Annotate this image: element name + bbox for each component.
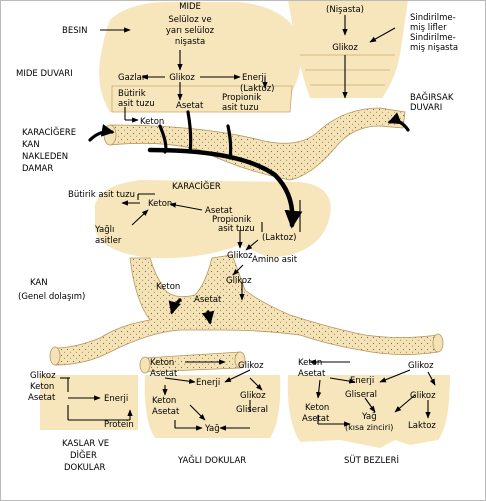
label-laktoz-mide: (Laktoz) (240, 84, 275, 94)
label-sindirilme-2: miş lifler (410, 23, 447, 33)
stomach-shape (99, 1, 301, 112)
label-genel-dolasim: (Genel dolaşım) (18, 292, 85, 302)
label-r-asetat1: Asetat (298, 369, 326, 379)
label-karaciger: KARACİĞER (172, 180, 221, 192)
label-karaciger-kan-4: DAMAR (22, 164, 53, 174)
label-mid-enerji: Enerji (196, 378, 220, 388)
label-asetat-mide: Asetat (176, 101, 204, 111)
label-left-protein: Protein (104, 420, 134, 430)
label-mid-keton1: Keton (150, 358, 174, 368)
label-nisasta-top: (Nişasta) (326, 5, 364, 15)
label-karaciger-kan-1: KARACİĞERE (22, 126, 76, 138)
label-r-glikoz2: Glikoz (410, 391, 436, 401)
label-selluloz-2: yarı selüloz (166, 26, 215, 36)
label-sindirilme-4: miş nişasta (410, 43, 458, 53)
label-karaciger-kan-3: NAKLEDEN (22, 152, 68, 162)
label-kaslar-1: KASLAR VE (62, 439, 109, 449)
muscle-tissue-shape (40, 375, 138, 430)
blood-vessels (49, 254, 444, 374)
labels-blood: KAN (Genel dolaşım) Glikoz Keton Asetat (18, 276, 252, 305)
label-propionik-mide-2: asit tuzu (222, 103, 259, 113)
labels-top: BESIN MIDE Selüloz ve yarı selüloz nişas… (16, 2, 458, 127)
label-glikoz-int: Glikoz (332, 43, 358, 53)
label-glikoz-mide: Glikoz (169, 73, 195, 83)
liver-shape (95, 180, 331, 259)
label-r-kisa: (kısa zinciri) (345, 423, 393, 432)
label-r-keton1: Keton (298, 358, 322, 368)
label-kaslar-2: DİĞER (70, 449, 97, 461)
label-amino-asit: Amino asit (252, 255, 298, 265)
label-r-laktoz: Laktoz (408, 421, 436, 431)
label-r-glikoz1: Glikoz (408, 361, 434, 371)
label-r-enerji: Enerji (350, 376, 374, 386)
thick-flow-arrows (88, 110, 410, 325)
label-gazlar: Gazlar (118, 73, 146, 83)
label-bagirsak-2: DUVARI (410, 103, 442, 113)
stomach-wall-band (111, 85, 293, 113)
label-keton-kan: Keton (156, 282, 180, 292)
label-propionik-kar-2: asit tuzu (218, 224, 255, 234)
label-asetat-kar: Asetat (205, 206, 233, 216)
label-butirik-mide-2: asit tuzu (118, 99, 155, 109)
label-kaslar-3: DOKULAR (64, 463, 106, 473)
label-besin: BESIN (62, 26, 87, 36)
labels-adipose: Keton Asetat Glikoz Enerji Glikoz Keton … (150, 358, 268, 466)
label-asetat-kan: Asetat (194, 295, 222, 305)
label-sut-bezleri: SÜT BEZLERİ (344, 455, 399, 466)
label-kan: KAN (30, 278, 48, 288)
label-mide-duvari: MIDE DUVARI (16, 69, 73, 79)
label-butirik-mide-1: Bütirik (118, 89, 146, 99)
adipose-tissue-shape (144, 375, 281, 438)
label-yagli-2: asitler (95, 236, 122, 246)
label-mid-asetat1: Asetat (150, 369, 178, 379)
label-propionik-kar-1: Propionik (212, 215, 251, 225)
label-r-gliseral: Gliseral (345, 390, 377, 400)
label-butirik-kar: Bütirik asit tuzu (68, 190, 135, 200)
label-mid-keton2: Keton (152, 396, 176, 406)
labels-liver: KARACİĞERE KAN NAKLEDEN DAMAR KARACİĞER … (22, 126, 298, 265)
label-enerji-mide: Enerji (242, 73, 266, 83)
thin-arrows (60, 15, 436, 431)
label-yagli-dokular: YAĞLI DOKULAR (177, 454, 246, 466)
label-r-keton2: Keton (305, 403, 329, 413)
label-left-glikoz: Glikoz (30, 371, 56, 381)
label-left-keton: Keton (30, 382, 54, 392)
labels-muscle: Glikoz Keton Asetat Enerji Protein KASLA… (28, 371, 134, 473)
label-mid-gliseral: Gliseral (236, 405, 268, 415)
label-glikoz-kan: Glikoz (226, 276, 252, 286)
label-selluloz-3: nişasta (175, 37, 205, 47)
label-mide: MIDE (179, 2, 201, 12)
label-bagirsak-1: BAĞIRSAK (410, 91, 454, 103)
labels-mammary: Keton Asetat Glikoz Enerji Gliseral Glik… (298, 358, 436, 466)
label-r-asetat2: Asetat (302, 414, 330, 424)
label-mid-glikoz2: Glikoz (240, 391, 266, 401)
label-selluloz-1: Selüloz ve (168, 15, 211, 25)
label-sindirilme-3: Sindirilme- (410, 33, 456, 43)
label-left-enerji: Enerji (104, 394, 128, 404)
label-mid-yag: Yağ (204, 424, 220, 434)
label-propionik-mide-1: Propionik (222, 93, 261, 103)
intestine-shape (288, 0, 408, 98)
label-sindirilme-1: Sindirilme- (410, 13, 456, 23)
label-left-asetat: Asetat (28, 393, 56, 403)
label-mid-asetat2: Asetat (152, 407, 180, 417)
label-mid-glikoz1: Glikoz (238, 361, 264, 371)
label-laktoz-kar: (Laktoz) (262, 233, 297, 243)
label-keton-kar: Keton (148, 199, 172, 209)
label-yagli-1: Yağlı (94, 225, 114, 235)
label-karaciger-kan-2: KAN (22, 140, 40, 150)
mammary-gland-shape (287, 375, 450, 448)
label-keton-mide: Keton (140, 117, 164, 127)
label-glikoz-kar: Glikoz (227, 251, 253, 261)
label-r-yag: Yağ (361, 412, 377, 422)
